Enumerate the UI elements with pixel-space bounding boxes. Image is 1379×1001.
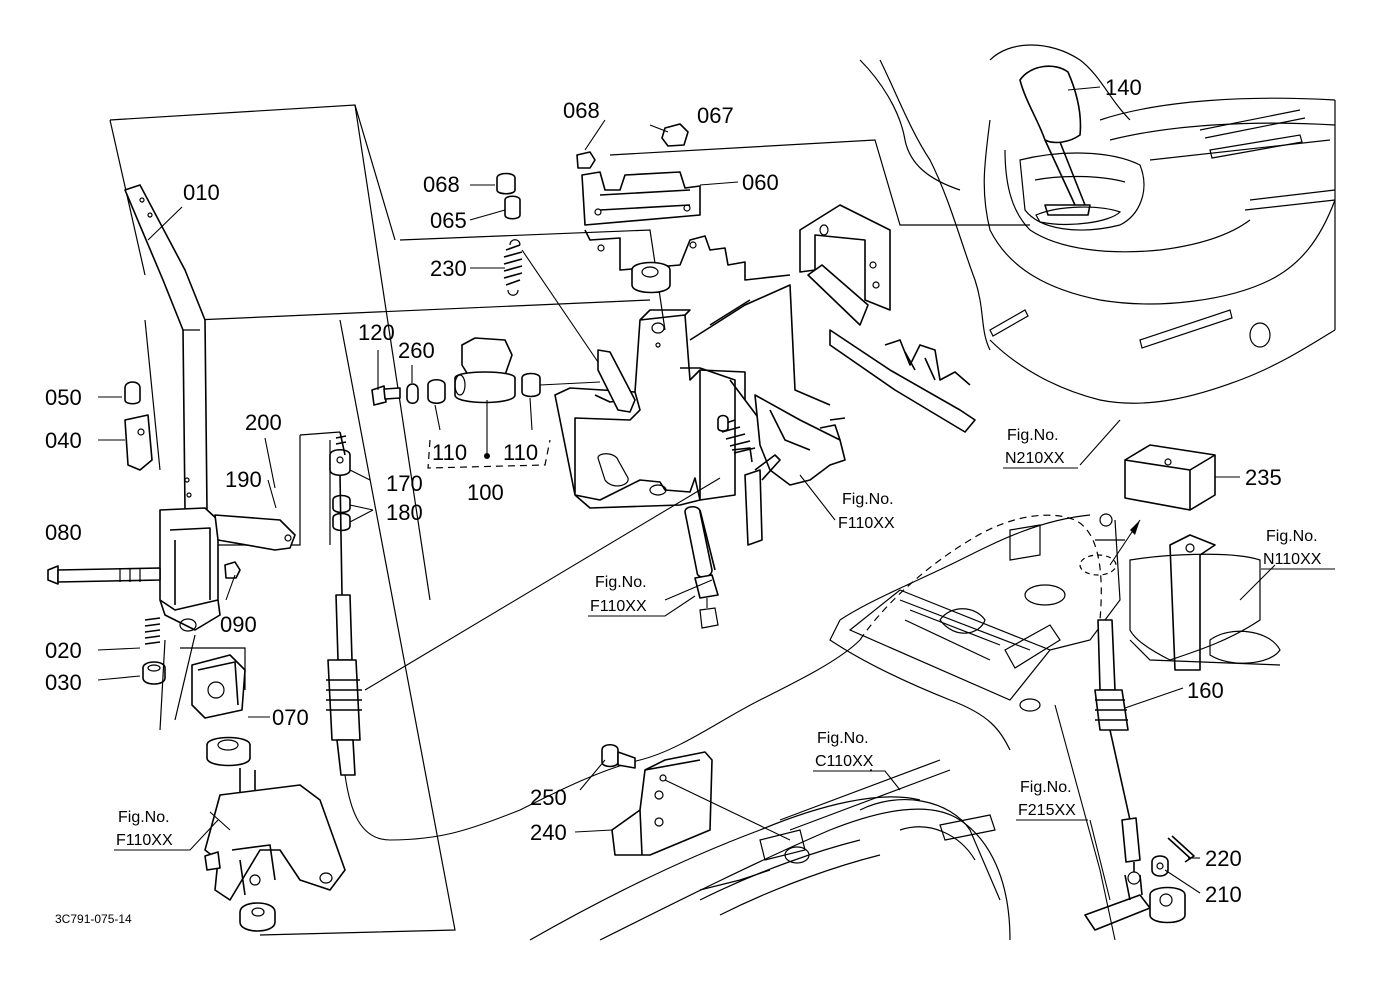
label-070: 070 xyxy=(272,705,309,730)
label-067: 067 xyxy=(697,103,734,128)
fig-ref-title: Fig.No. xyxy=(118,809,170,826)
label-260: 260 xyxy=(398,338,435,363)
fig-ref-f110-left[interactable]: Fig.No. F110XX xyxy=(114,809,219,851)
label-080: 080 xyxy=(45,520,82,545)
label-120: 120 xyxy=(358,320,395,345)
fig-ref-title: Fig.No. xyxy=(1020,779,1072,796)
fig-ref-title: Fig.No. xyxy=(842,491,894,508)
fig-ref-code: N110XX xyxy=(1263,551,1322,568)
label-140: 140 xyxy=(1105,75,1142,100)
label-040: 040 xyxy=(45,428,82,453)
label-240: 240 xyxy=(530,820,567,845)
fig-ref-c110[interactable]: Fig.No. C110XX xyxy=(813,730,901,791)
label-050: 050 xyxy=(45,385,82,410)
bracket-240-assembly xyxy=(601,743,791,856)
label-068-left: 068 xyxy=(423,172,460,197)
diagram-code: 3C791-075-14 xyxy=(55,912,132,926)
fig-ref-n110[interactable]: Fig.No. N110XX xyxy=(1261,528,1335,570)
fig-ref-title: Fig.No. xyxy=(817,730,869,747)
label-060: 060 xyxy=(742,170,779,195)
center-assembly xyxy=(364,123,976,691)
label-235: 235 xyxy=(1245,465,1282,490)
fig-ref-code: C110XX xyxy=(815,753,874,770)
label-020: 020 xyxy=(45,638,82,663)
fig-ref-title: Fig.No. xyxy=(1266,528,1318,545)
fig-ref-f215[interactable]: Fig.No. F215XX xyxy=(1016,779,1088,821)
fig-ref-code: N210XX xyxy=(1005,450,1065,467)
fig-ref-code: F110XX xyxy=(838,515,895,532)
figure-references: Fig.No. F110XX Fig.No. F110XX Fig.No. F1… xyxy=(114,427,1335,851)
tractor-body-outline xyxy=(529,44,1336,941)
label-170: 170 xyxy=(386,471,423,496)
label-230: 230 xyxy=(430,256,467,281)
label-180: 180 xyxy=(386,500,423,525)
fig-ref-code: F110XX xyxy=(116,832,173,849)
fig-ref-f110-mid[interactable]: Fig.No. F110XX xyxy=(588,574,696,617)
part-number-labels: 010 050 040 080 020 030 070 090 200 190 … xyxy=(45,75,1282,907)
label-068-top: 068 xyxy=(563,98,600,123)
label-220: 220 xyxy=(1205,846,1242,871)
fig-ref-f110-right[interactable]: Fig.No. F110XX xyxy=(838,491,895,532)
fig-ref-n210[interactable]: Fig.No. N210XX xyxy=(1003,427,1078,469)
label-110-left: 110 xyxy=(432,440,467,465)
label-030: 030 xyxy=(45,670,82,695)
fig-ref-title: Fig.No. xyxy=(595,574,647,591)
label-190: 190 xyxy=(225,467,262,492)
fig-ref-code: F215XX xyxy=(1018,802,1076,819)
label-110-right: 110 xyxy=(503,440,538,465)
label-160: 160 xyxy=(1187,678,1224,703)
lever-assembly xyxy=(47,184,346,932)
label-210: 210 xyxy=(1205,882,1242,907)
label-090: 090 xyxy=(220,612,257,637)
assembly-boundary-lines xyxy=(109,104,1030,936)
fig-ref-code: F110XX xyxy=(590,598,647,615)
label-200: 200 xyxy=(245,410,282,435)
label-100: 100 xyxy=(467,480,504,505)
fig-ref-title: Fig.No. xyxy=(1007,427,1059,444)
label-010: 010 xyxy=(183,180,220,205)
label-065: 065 xyxy=(430,208,467,233)
leader-lines xyxy=(97,86,1276,901)
label-250: 250 xyxy=(530,785,567,810)
control-cable xyxy=(326,431,1195,941)
